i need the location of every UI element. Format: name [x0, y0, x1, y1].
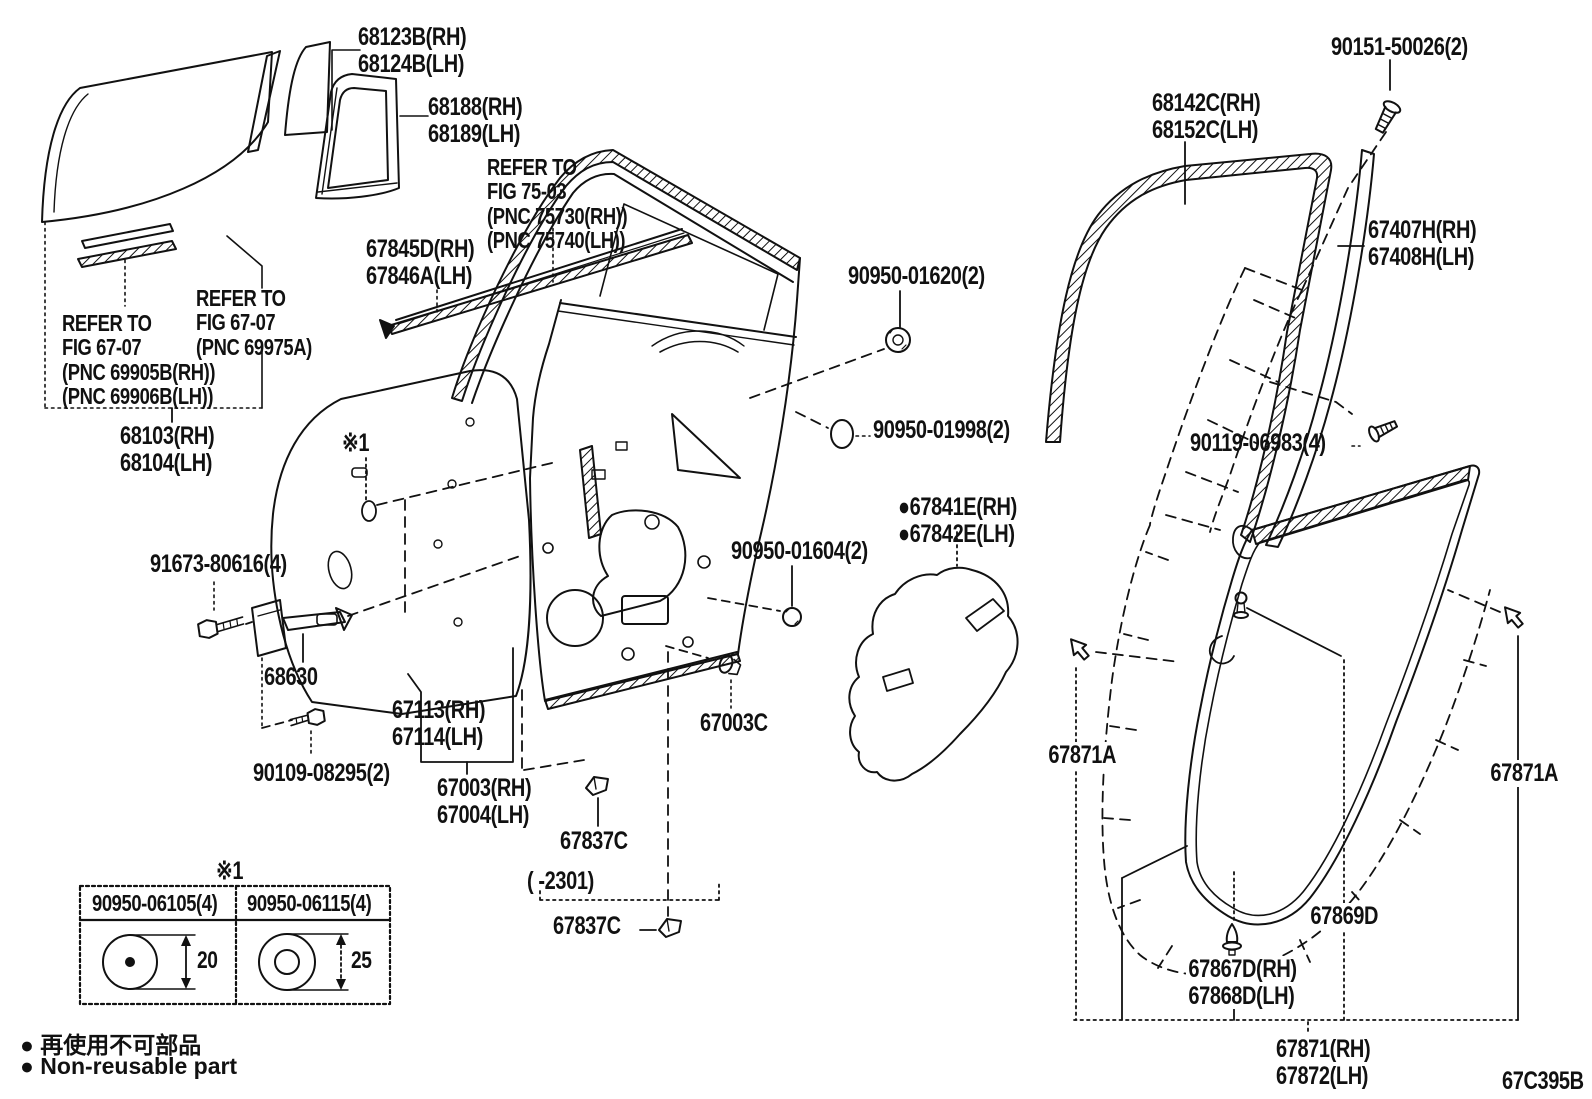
washer-table-drawing	[78, 884, 392, 1006]
part-label-90119-06983: 90119-06983(4)	[1190, 429, 1326, 457]
part-label-67407H: 67407H(RH) 67408H(LH)	[1368, 216, 1477, 271]
door-check-drawing	[197, 555, 521, 758]
part-label-68188: 68188(RH) 68189(LH)	[428, 93, 523, 148]
part-label-67837C-b: 67837C	[553, 912, 621, 940]
part-label-90950-01620: 90950-01620(2)	[848, 262, 985, 290]
flange-ladder-upper	[1149, 187, 1349, 533]
table-dim-25: 25	[351, 947, 372, 974]
part-label-67841E: ●67841E(RH) ●67842E(LH)	[898, 493, 1017, 548]
legend-nonreusable-jp: ● 再使用不可部品	[20, 1032, 202, 1058]
screw-90119-icon	[1368, 420, 1399, 443]
part-label-90950-01604: 90950-01604(2)	[731, 537, 868, 565]
part-label-67003: 67003(RH) 67004(LH)	[437, 774, 532, 829]
bolt-90109-icon	[289, 708, 326, 727]
part-label-68123B: 68123B(RH) 68124B(LH)	[358, 23, 467, 78]
note-refer-fig67-07-b: REFER TO FIG 67-07 (PNC 69905B(RH)) (PNC…	[62, 310, 216, 410]
cushion-67003C-icon	[718, 654, 742, 676]
pin-icon	[1233, 591, 1249, 619]
note-refer-fig67-07-a: REFER TO FIG 67-07 (PNC 69975A)	[196, 285, 312, 360]
hole-cover-drawing	[848, 531, 1019, 782]
part-label-68630: 68630	[264, 663, 318, 691]
weatherstrip-drawing	[1070, 464, 1524, 1035]
part-label-90151-50026: 90151-50026(2)	[1331, 33, 1468, 61]
vent-frame-drawing	[315, 73, 429, 200]
part-label-67869D: 67869D	[1308, 903, 1381, 930]
part-label-90109-08295: 90109-08295(2)	[253, 759, 390, 787]
marker-note-door: ※1	[342, 429, 370, 457]
ws-clip-left-icon	[1070, 638, 1090, 661]
door-clips-drawing	[521, 645, 742, 938]
part-label-68103: 68103(RH) 68104(LH)	[120, 422, 215, 477]
part-label-90950-01998: 90950-01998(2)	[873, 416, 1010, 444]
run-channel-drawing	[1045, 141, 1333, 543]
panel-label-bracket	[407, 647, 514, 775]
part-label-68142C: 68142C(RH) 68152C(LH)	[1152, 89, 1261, 144]
marker-note-table: ※1	[216, 857, 244, 885]
drawing-code: 67C395B	[1502, 1067, 1584, 1095]
table-header-90950-06105: 90950-06105(4)	[92, 890, 218, 916]
grommets-drawing	[707, 290, 911, 627]
clip-67837-icon	[658, 918, 682, 938]
part-label-67867D: 67867D(RH) 67868D(LH)	[1186, 956, 1300, 1009]
glass-run-strips-drawing	[44, 221, 263, 423]
clip-67837-icon	[585, 776, 609, 796]
legend-nonreusable-en: ● Non-reusable part	[20, 1053, 238, 1079]
part-label-67845D: 67845D(RH) 67846A(LH)	[366, 235, 475, 290]
part-label-67871: 67871(RH) 67872(LH)	[1276, 1035, 1371, 1090]
part-label-91673-80616: 91673-80616(4)	[150, 550, 287, 578]
door-assembly-drawing	[270, 149, 801, 715]
door-glass-drawing	[41, 41, 361, 223]
part-label-67871A-right: 67871A	[1488, 760, 1561, 787]
rear-channel-drawing	[1265, 59, 1402, 548]
part-label-67871A-left: 67871A	[1046, 742, 1119, 769]
note-date-range: ( -2301)	[527, 867, 594, 895]
marker-leader	[361, 457, 557, 522]
bolt-91673-icon	[197, 616, 245, 639]
belt-molding-drawing	[379, 221, 693, 339]
table-header-90950-06115: 90950-06115(4)	[247, 890, 372, 916]
part-label-67837C-a: 67837C	[560, 827, 628, 855]
clip-67867-icon	[1222, 923, 1242, 956]
part-label-67113: 67113(RH) 67114(LH)	[392, 696, 486, 751]
part-label-67003C: 67003C	[700, 709, 768, 737]
note-refer-fig75-03: REFER TO FIG 75-03 (PNC 75730(RH)) (PNC …	[487, 154, 628, 254]
screw-90151-icon	[1374, 100, 1402, 134]
table-dim-20: 20	[197, 947, 218, 974]
ws-clip-right-icon	[1504, 606, 1524, 629]
